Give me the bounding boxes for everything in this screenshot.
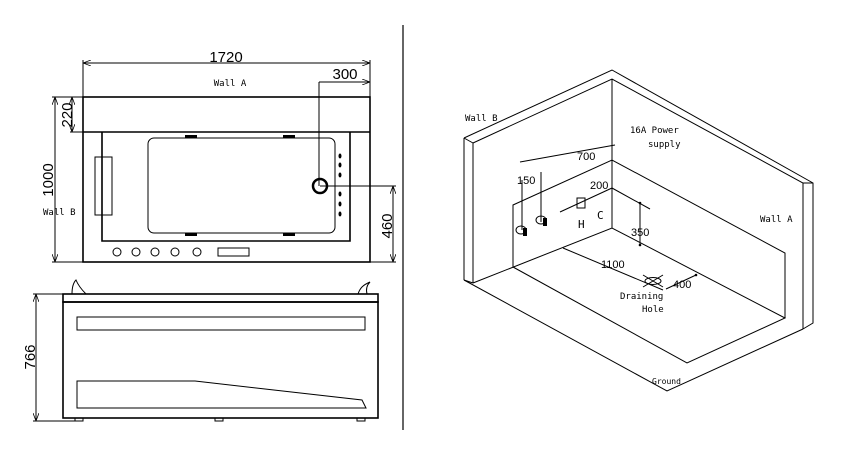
walls-inner bbox=[472, 78, 804, 329]
power-label-1: 16A Power bbox=[630, 126, 679, 136]
wall-a-label: Wall A bbox=[214, 79, 247, 89]
pillow bbox=[94, 156, 113, 216]
iso-view: 700 16A Power supply 150 200 H C 350 110… bbox=[463, 69, 814, 392]
rim bbox=[62, 293, 379, 303]
upper-panel bbox=[76, 316, 366, 331]
tub-inner bbox=[147, 137, 336, 234]
ground-outline bbox=[463, 279, 804, 392]
lower-panel bbox=[76, 380, 367, 409]
wall-depth-dim: 220 bbox=[59, 102, 76, 127]
ground-label: Ground bbox=[652, 377, 681, 386]
tub-outline-top bbox=[82, 96, 371, 263]
depth-dim: 1000 bbox=[40, 163, 57, 196]
tub-body-side bbox=[62, 301, 379, 419]
walls-outer bbox=[463, 69, 814, 330]
drain-dim: 460 bbox=[379, 213, 396, 238]
width-dim: 1720 bbox=[209, 49, 242, 66]
floor-outline bbox=[472, 227, 787, 364]
jets bbox=[185, 135, 342, 236]
cold-label: C bbox=[597, 209, 604, 222]
dim-150: 150 bbox=[517, 175, 535, 187]
drain-label-1: Draining bbox=[620, 292, 663, 302]
top-view: 1720 300 Wall A 220 1000 Wall B 460 bbox=[40, 49, 396, 263]
control-buttons bbox=[112, 247, 250, 257]
drain-hole bbox=[644, 277, 662, 285]
headrest-left bbox=[71, 279, 87, 295]
wall-b-label: Wall B bbox=[43, 208, 76, 218]
dim-700: 700 bbox=[577, 151, 595, 163]
faucet-valves bbox=[515, 215, 547, 236]
dim-400: 400 bbox=[673, 279, 691, 291]
dim-1100: 1100 bbox=[601, 259, 625, 271]
dim-200: 200 bbox=[590, 180, 608, 192]
headrest-right bbox=[357, 281, 371, 295]
side-view: 766 bbox=[22, 279, 379, 422]
hot-label: H bbox=[578, 218, 585, 231]
iso-wall-a-label: Wall A bbox=[760, 215, 793, 225]
offset-dim: 300 bbox=[332, 66, 357, 83]
power-label-2: supply bbox=[648, 140, 681, 150]
feet bbox=[74, 417, 366, 422]
height-dim: 766 bbox=[22, 344, 39, 369]
tub-back-outline bbox=[512, 159, 786, 318]
power-socket bbox=[576, 197, 586, 209]
dim-350: 350 bbox=[631, 227, 649, 239]
drain-label-2: Hole bbox=[642, 305, 664, 315]
iso-wall-b-label: Wall B bbox=[465, 114, 498, 124]
